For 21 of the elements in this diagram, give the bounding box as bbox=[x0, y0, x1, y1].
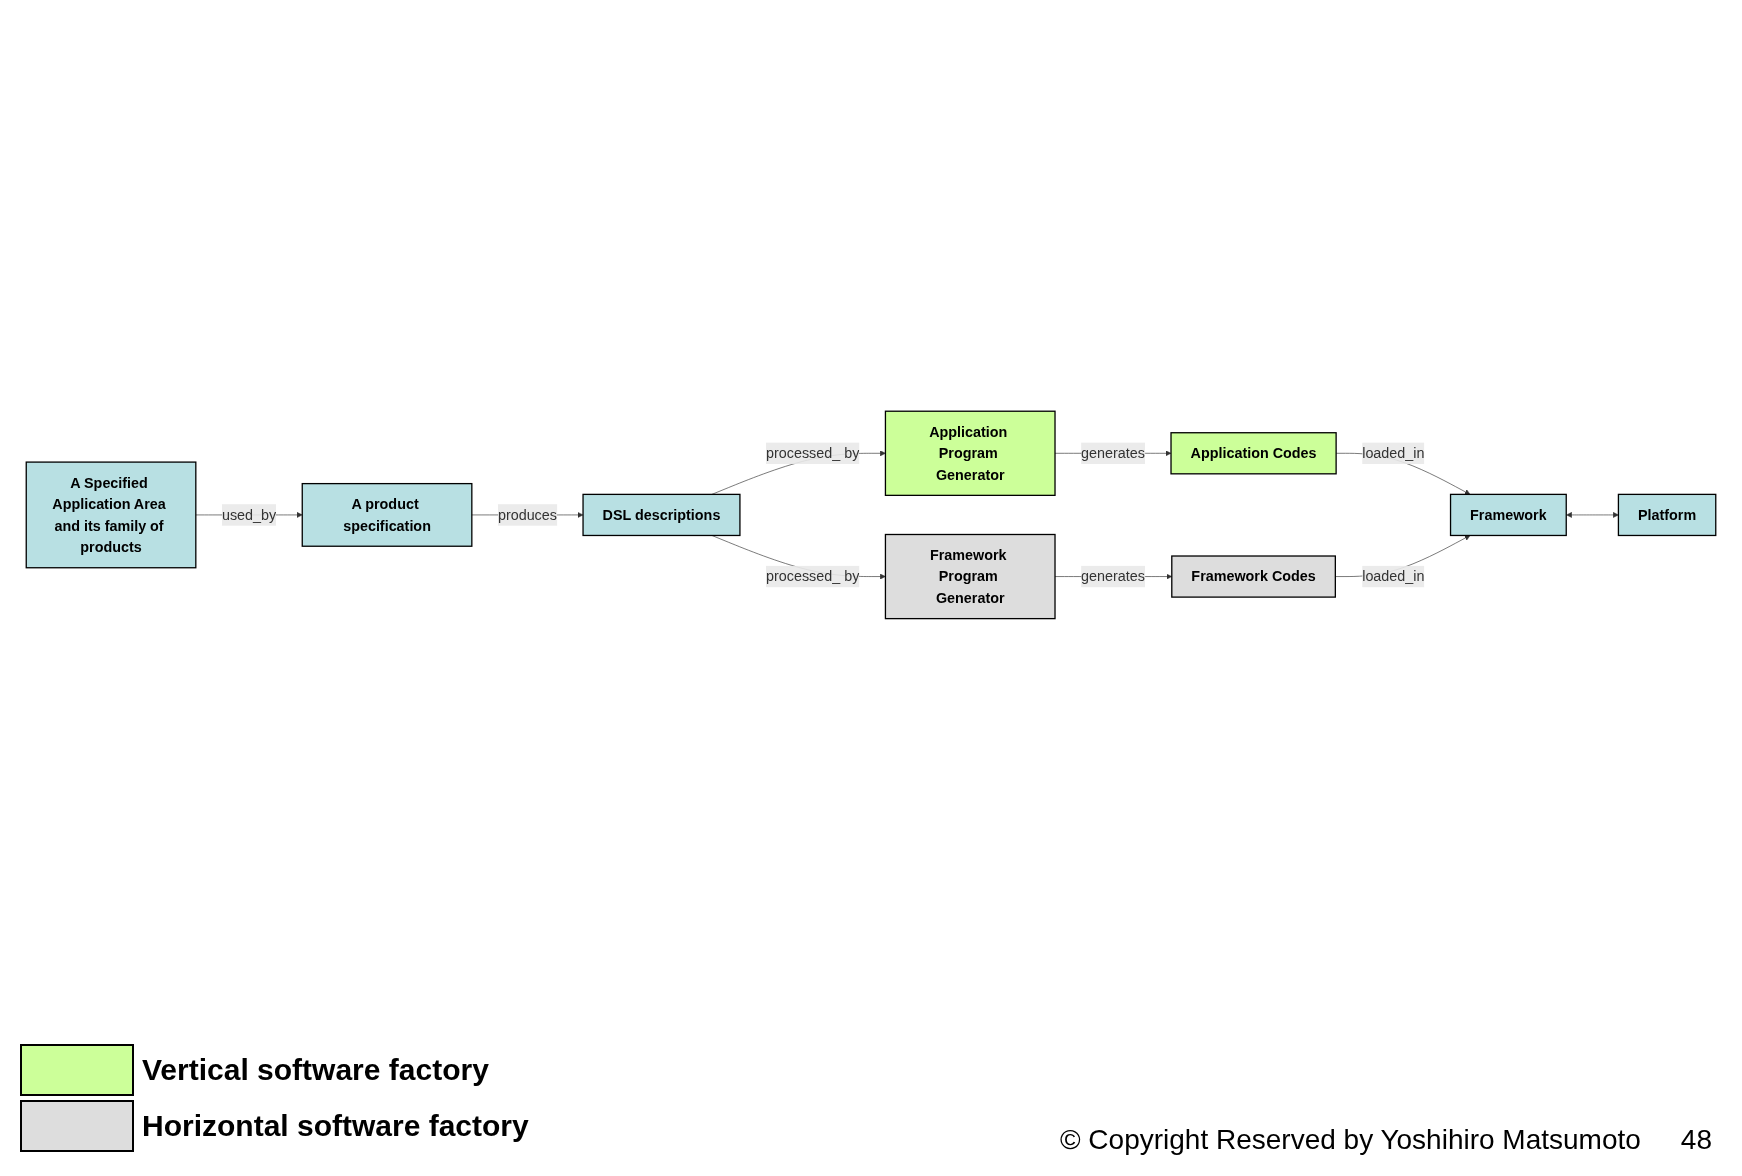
edge-label: loaded_in bbox=[1362, 445, 1425, 462]
node-box: Framework Codes bbox=[1171, 555, 1336, 598]
edge-label: loaded_in bbox=[1362, 568, 1425, 585]
edge-label: generates bbox=[1081, 568, 1145, 585]
node-box: Application Codes bbox=[1170, 432, 1337, 475]
node-box: Framework Program Generator bbox=[884, 533, 1056, 620]
edge-label: processed_ by bbox=[766, 445, 860, 462]
node-box: Framework bbox=[1449, 493, 1567, 537]
footer-note: © Copyright Reserved by Yoshihiro Matsumoto bbox=[1059, 1124, 1641, 1156]
node-box: A product specification bbox=[301, 483, 473, 547]
legend-label: Horizontal software factory bbox=[142, 1109, 529, 1143]
node-box: Application Program Generator bbox=[884, 410, 1056, 497]
edge-label: generates bbox=[1081, 445, 1145, 462]
edge-label: processed_ by bbox=[766, 568, 860, 585]
node-box: Platform bbox=[1617, 493, 1717, 537]
edge-label: used_by bbox=[221, 506, 277, 524]
legend-label: Vertical software factory bbox=[142, 1053, 489, 1087]
edge-label: produces bbox=[497, 506, 557, 524]
node-box: DSL descriptions bbox=[582, 493, 741, 537]
footer-note: 48 bbox=[1680, 1124, 1712, 1156]
node-box: A Specified Application Area and its family of products bbox=[25, 461, 197, 569]
